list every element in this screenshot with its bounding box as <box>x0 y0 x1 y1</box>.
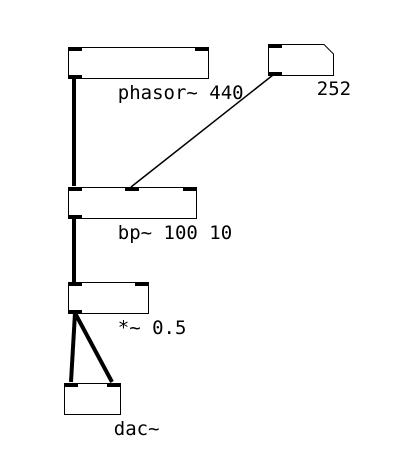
phasor-inlet-right[interactable] <box>195 47 209 51</box>
dac-object-label: dac~ <box>113 418 160 440</box>
cord-multiply-to-dac-left[interactable] <box>69 312 77 383</box>
number-outlet[interactable] <box>268 72 282 76</box>
multiply-inlet-right[interactable] <box>135 282 149 286</box>
bandpass-object[interactable]: bp~ 100 10 <box>68 187 232 244</box>
multiply-object[interactable]: *~ 0.5 <box>68 282 186 339</box>
number-box-frame <box>268 44 334 76</box>
cord-multiply-to-dac-right[interactable] <box>73 312 114 383</box>
bandpass-inlet-right[interactable] <box>183 187 197 191</box>
multiply-inlet-left[interactable] <box>68 282 82 286</box>
bandpass-object-label: bp~ 100 10 <box>117 222 233 244</box>
bandpass-outlet[interactable] <box>68 215 82 219</box>
dac-object[interactable]: dac~ <box>64 383 160 440</box>
phasor-object-label: phasor~ 440 <box>117 82 244 104</box>
cord-number-to-bp[interactable] <box>130 74 274 188</box>
phasor-inlet-left[interactable] <box>68 47 82 51</box>
bandpass-inlet-left[interactable] <box>68 187 82 191</box>
number-inlet[interactable] <box>268 44 282 48</box>
number-box-value: 252 <box>316 78 352 100</box>
multiply-outlet[interactable] <box>68 310 82 314</box>
multiply-object-label: *~ 0.5 <box>117 317 187 339</box>
dac-inlet-right[interactable] <box>107 383 121 387</box>
number-box[interactable]: 252 <box>268 44 351 100</box>
phasor-object[interactable]: phasor~ 440 <box>68 47 244 104</box>
phasor-outlet[interactable] <box>68 75 82 79</box>
bandpass-inlet-center[interactable] <box>125 187 139 191</box>
dac-inlet-left[interactable] <box>64 383 78 387</box>
